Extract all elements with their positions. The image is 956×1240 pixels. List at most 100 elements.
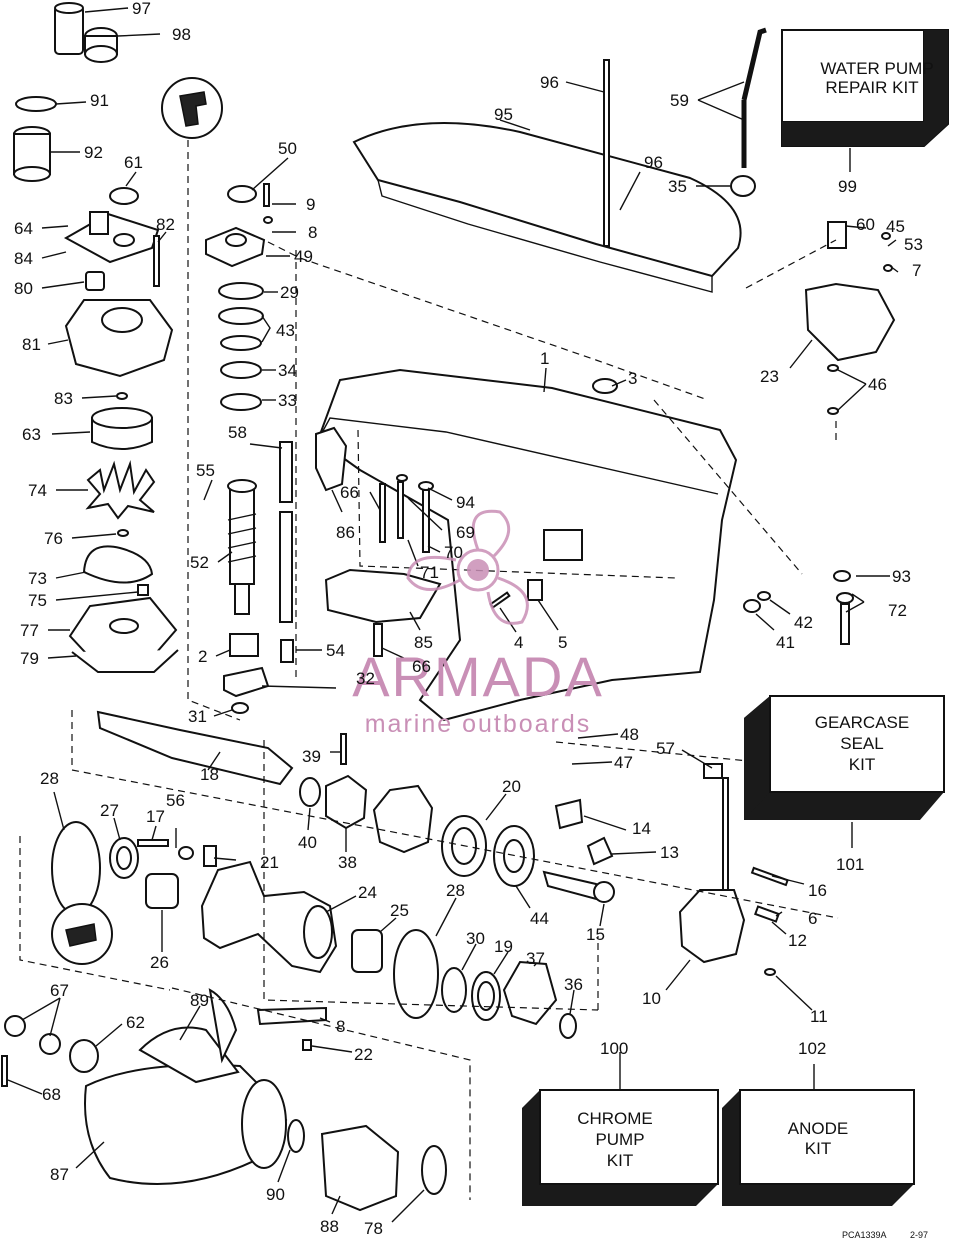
callout-70: 70 bbox=[444, 543, 463, 562]
callout-21: 21 bbox=[260, 853, 279, 872]
callout-75: 75 bbox=[28, 591, 47, 610]
callout-25: 25 bbox=[390, 901, 409, 920]
callout-8: 8 bbox=[336, 1017, 345, 1036]
watermark: ARMADA marine outboards bbox=[352, 509, 602, 738]
callout-78: 78 bbox=[364, 1219, 383, 1238]
callout-95: 95 bbox=[494, 105, 513, 124]
propeller-logo-icon bbox=[406, 509, 529, 625]
kit-label-line: PUMP bbox=[595, 1130, 644, 1149]
callout-86: 86 bbox=[336, 523, 355, 542]
callout-94: 94 bbox=[456, 493, 475, 512]
callout-17: 17 bbox=[146, 807, 165, 826]
anode-kit: ANODE KIT bbox=[722, 1089, 915, 1206]
callout-84: 84 bbox=[14, 249, 33, 268]
callout-36: 36 bbox=[564, 975, 583, 994]
callout-101: 101 bbox=[836, 855, 864, 874]
callout-56: 56 bbox=[166, 791, 185, 810]
callout-7: 7 bbox=[912, 261, 921, 280]
callout-47: 47 bbox=[614, 753, 633, 772]
callout-59: 59 bbox=[670, 91, 689, 110]
callouts: 97 98 91 92 61 64 82 84 80 81 83 63 74 7… bbox=[14, 0, 923, 1238]
callout-69: 69 bbox=[456, 523, 475, 542]
callout-16: 16 bbox=[808, 881, 827, 900]
assembly-lines bbox=[19, 140, 841, 1200]
kit-label-line: SEAL bbox=[840, 734, 883, 753]
callout-80: 80 bbox=[14, 279, 33, 298]
callout-57: 57 bbox=[656, 739, 675, 758]
callout-85: 85 bbox=[414, 633, 433, 652]
callout-61: 61 bbox=[124, 153, 143, 172]
callout-53: 53 bbox=[904, 235, 923, 254]
callout-102: 102 bbox=[798, 1039, 826, 1058]
callout-92: 92 bbox=[84, 143, 103, 162]
callout-2: 2 bbox=[198, 647, 207, 666]
callout-88: 88 bbox=[320, 1217, 339, 1236]
callout-63: 63 bbox=[22, 425, 41, 444]
callout-5: 5 bbox=[558, 633, 567, 652]
callout-38: 38 bbox=[338, 853, 357, 872]
parts-drawing bbox=[1, 2, 896, 1212]
kit-label-line: KIT bbox=[849, 755, 875, 774]
callout-52: 52 bbox=[190, 553, 209, 572]
callout-79: 79 bbox=[20, 649, 39, 668]
kit-label-line: ANODE bbox=[788, 1119, 848, 1138]
callout-42: 42 bbox=[794, 613, 813, 632]
callout-89: 89 bbox=[190, 991, 209, 1010]
callout-96: 96 bbox=[644, 153, 663, 172]
callout-15: 15 bbox=[586, 925, 605, 944]
callout-46: 46 bbox=[868, 375, 887, 394]
callout-35: 35 bbox=[668, 177, 687, 196]
callout-37: 37 bbox=[526, 949, 545, 968]
callout-20: 20 bbox=[502, 777, 521, 796]
callout-82: 82 bbox=[156, 215, 175, 234]
callout-87: 87 bbox=[50, 1165, 69, 1184]
callout-67: 67 bbox=[50, 981, 69, 1000]
callout-28: 28 bbox=[446, 881, 465, 900]
callout-55: 55 bbox=[196, 461, 215, 480]
callout-41: 41 bbox=[776, 633, 795, 652]
callout-27: 27 bbox=[100, 801, 119, 820]
callout-64: 64 bbox=[14, 219, 33, 238]
water-pump-repair-kit: WATER PUMP REPAIR KIT bbox=[781, 29, 949, 147]
callout-14: 14 bbox=[632, 819, 651, 838]
callout-100: 100 bbox=[600, 1039, 628, 1058]
kit-label-line: KIT bbox=[805, 1139, 831, 1158]
callout-91: 91 bbox=[90, 91, 109, 110]
callout-28: 28 bbox=[40, 769, 59, 788]
kit-label-line: GEARCASE bbox=[815, 713, 909, 732]
callout-13: 13 bbox=[660, 843, 679, 862]
gearcase-seal-kit: GEARCASE SEAL KIT bbox=[744, 695, 945, 820]
callout-1: 1 bbox=[540, 349, 549, 368]
callout-8: 8 bbox=[308, 223, 317, 242]
callout-62: 62 bbox=[126, 1013, 145, 1032]
callout-97: 97 bbox=[132, 0, 151, 18]
callout-58: 58 bbox=[228, 423, 247, 442]
footer-code: PCA1339A bbox=[842, 1230, 887, 1240]
callout-30: 30 bbox=[466, 929, 485, 948]
callout-12: 12 bbox=[788, 931, 807, 950]
callout-39: 39 bbox=[302, 747, 321, 766]
kit-label-line: REPAIR KIT bbox=[825, 78, 918, 97]
callout-11: 11 bbox=[810, 1007, 828, 1026]
callout-74: 74 bbox=[28, 481, 47, 500]
callout-34: 34 bbox=[278, 361, 297, 380]
watermark-tagline: marine outboards bbox=[365, 710, 592, 738]
callout-73: 73 bbox=[28, 569, 47, 588]
callout-6: 6 bbox=[808, 909, 817, 928]
callout-4: 4 bbox=[514, 633, 523, 652]
callout-60: 60 bbox=[856, 215, 875, 234]
callout-9: 9 bbox=[306, 195, 315, 214]
callout-32: 32 bbox=[356, 669, 375, 688]
callout-50: 50 bbox=[278, 139, 297, 158]
callout-10: 10 bbox=[642, 989, 661, 1008]
callout-29: 29 bbox=[280, 283, 299, 302]
kit-label-line: WATER PUMP bbox=[820, 59, 933, 78]
footer-date: 2-97 bbox=[910, 1230, 928, 1240]
callout-45: 45 bbox=[886, 217, 905, 236]
callout-68: 68 bbox=[42, 1085, 61, 1104]
callout-19: 19 bbox=[494, 937, 513, 956]
callout-72: 72 bbox=[888, 601, 907, 620]
callout-43: 43 bbox=[276, 321, 295, 340]
callout-76: 76 bbox=[44, 529, 63, 548]
